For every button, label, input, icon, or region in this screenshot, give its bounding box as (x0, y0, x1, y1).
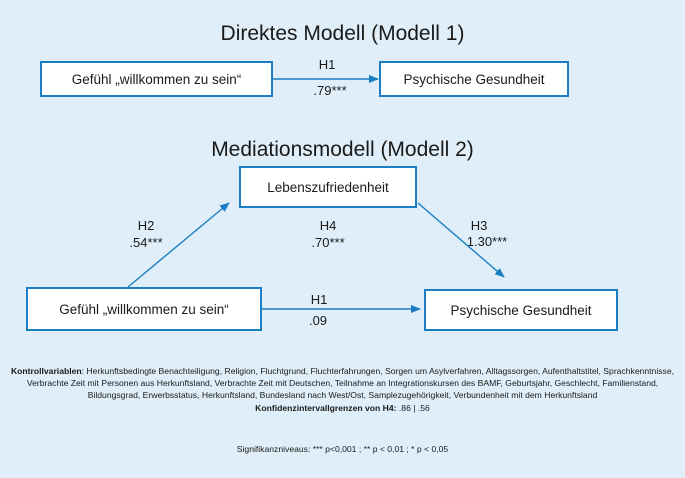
model2-predictor-label: Gefühl „willkommen zu sein“ (59, 301, 229, 317)
model2-predictor-box: Gefühl „willkommen zu sein“ (26, 287, 262, 331)
model1-predictor-box: Gefühl „willkommen zu sein“ (40, 61, 273, 97)
model1-h1-label: H1 (318, 57, 336, 72)
model2-h4-label: H4 (319, 218, 337, 233)
control-variables-note: Kontrollvariablen: Herkunftsbedingte Ben… (10, 365, 675, 414)
model2-title: Mediationsmodell (Modell 2) (211, 138, 474, 161)
model2-h3-value: 1.30*** (466, 234, 508, 249)
model1-outcome-box: Psychische Gesundheit (379, 61, 569, 97)
model2-h2-arrow (127, 202, 230, 288)
model1-h1-value: .79*** (313, 83, 347, 98)
model2-h1-label: H1 (310, 292, 328, 307)
control-variables-heading: Kontrollvariablen (10, 366, 82, 376)
model1-title: Direktes Modell (Modell 1) (220, 22, 465, 45)
control-variables-text: : Herkunftsbedingte Benachteiligung, Rel… (26, 366, 675, 401)
model2-mediator-box: Lebenszufriedenheit (239, 166, 417, 208)
model2-h1-value: .09 (308, 313, 328, 328)
model2-h3-arrow (417, 202, 505, 278)
model1-predictor-label: Gefühl „willkommen zu sein“ (71, 71, 242, 87)
ci-values: .86 | .56 (396, 402, 430, 413)
model2-outcome-box: Psychische Gesundheit (424, 289, 618, 331)
model2-h4-value: .70*** (311, 235, 345, 250)
model2-h2-label: H2 (137, 218, 155, 233)
model2-h3-label: H3 (470, 218, 488, 233)
model2-mediator-label: Lebenszufriedenheit (267, 179, 389, 195)
ci-heading: Konfidenzintervallgrenzen von H4: (255, 402, 397, 413)
model2-outcome-label: Psychische Gesundheit (450, 302, 592, 318)
model1-outcome-label: Psychische Gesundheit (403, 71, 545, 87)
model2-h2-value: .54*** (129, 235, 163, 250)
significance-note: Signifikanzniveaus: *** p<0,001 ; ** p <… (236, 444, 449, 454)
